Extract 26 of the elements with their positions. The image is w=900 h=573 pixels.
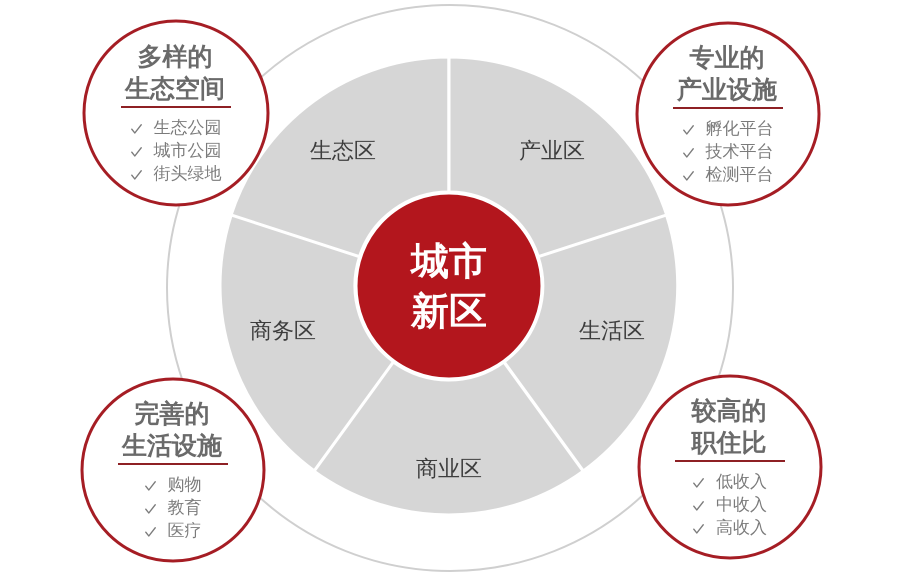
feature-circle — [635, 21, 821, 207]
feature-circle — [637, 374, 823, 560]
feature-title: 完善的生活设施 — [122, 398, 223, 462]
zone-label: 产业区 — [519, 138, 585, 166]
checklist-item: 中收入 — [716, 494, 767, 517]
feature-circle — [80, 377, 266, 563]
checklist-item: 街头绿地 — [154, 163, 222, 186]
feature-title: 多样的生态空间 — [125, 41, 226, 105]
checklist-item: 生态公园 — [154, 117, 222, 140]
checklist-item: 高收入 — [716, 517, 767, 540]
checklist-item: 教育 — [168, 497, 202, 520]
zone-label: 商业区 — [416, 456, 482, 484]
checklist-item: 孵化平台 — [706, 118, 774, 141]
checklist-item: 城市公园 — [154, 140, 222, 163]
feature-title: 专业的产业设施 — [677, 42, 778, 106]
checklist-item: 购物 — [168, 474, 202, 497]
checklist-item: 技术平台 — [706, 141, 774, 164]
checklist-item: 检测平台 — [706, 164, 774, 187]
zone-label: 生态区 — [310, 138, 376, 166]
zone-label: 商务区 — [250, 318, 316, 346]
feature-circle — [82, 19, 270, 207]
core-label: 城市新区 — [410, 238, 488, 335]
zone-label: 生活区 — [578, 318, 645, 346]
feature-title: 较高的职住比 — [692, 395, 768, 459]
checklist-item: 低收入 — [716, 471, 767, 494]
checklist-item: 医疗 — [168, 520, 202, 543]
